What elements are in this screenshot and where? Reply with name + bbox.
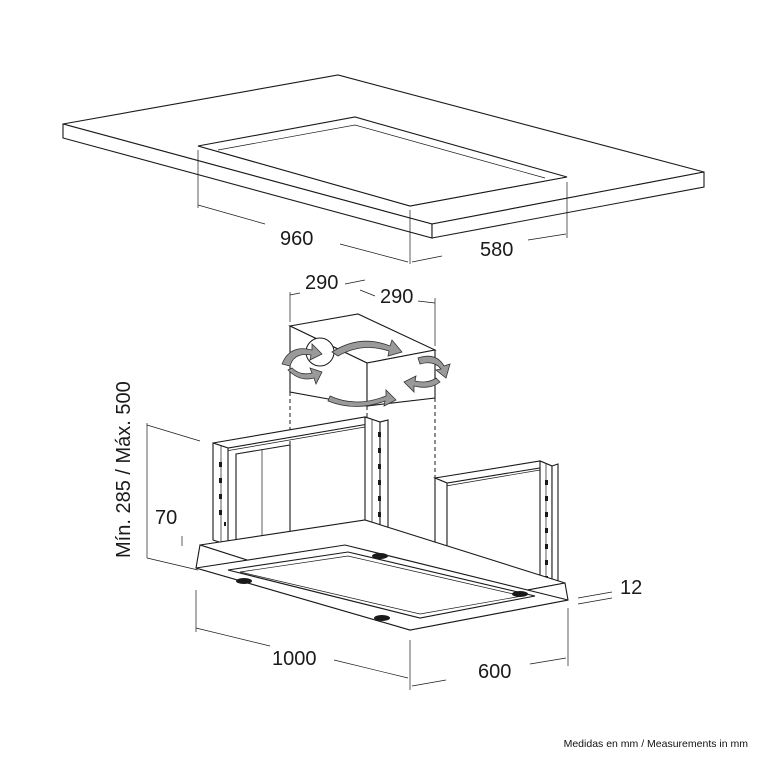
ceiling-depth-label: 580 xyxy=(480,239,513,261)
ceiling-width-label: 960 xyxy=(280,228,313,250)
hood-depth-label: 600 xyxy=(478,661,511,683)
height-dimension-lines xyxy=(146,423,201,571)
top-dimension-lines xyxy=(289,279,436,346)
top-width-label: 290 xyxy=(305,272,338,294)
rotation-arrows xyxy=(281,337,451,407)
projection-lines xyxy=(289,392,436,530)
hood-dimension-lines xyxy=(195,590,569,690)
height-range-label: Mín. 285 / Máx. 500 xyxy=(113,381,135,558)
hood-width-label: 1000 xyxy=(272,648,317,670)
panel-thickness-label: 12 xyxy=(620,577,642,599)
ceiling-dimension-lines xyxy=(197,150,568,264)
thickness-dimension-lines xyxy=(577,591,613,605)
hood-body xyxy=(195,519,569,631)
frame-offset-label: 70 xyxy=(155,507,177,529)
mounting-frame xyxy=(212,416,559,591)
ceiling-panel xyxy=(62,74,705,239)
top-depth-label: 290 xyxy=(380,286,413,308)
measurement-note: Medidas en mm / Measurements in mm xyxy=(563,738,748,750)
